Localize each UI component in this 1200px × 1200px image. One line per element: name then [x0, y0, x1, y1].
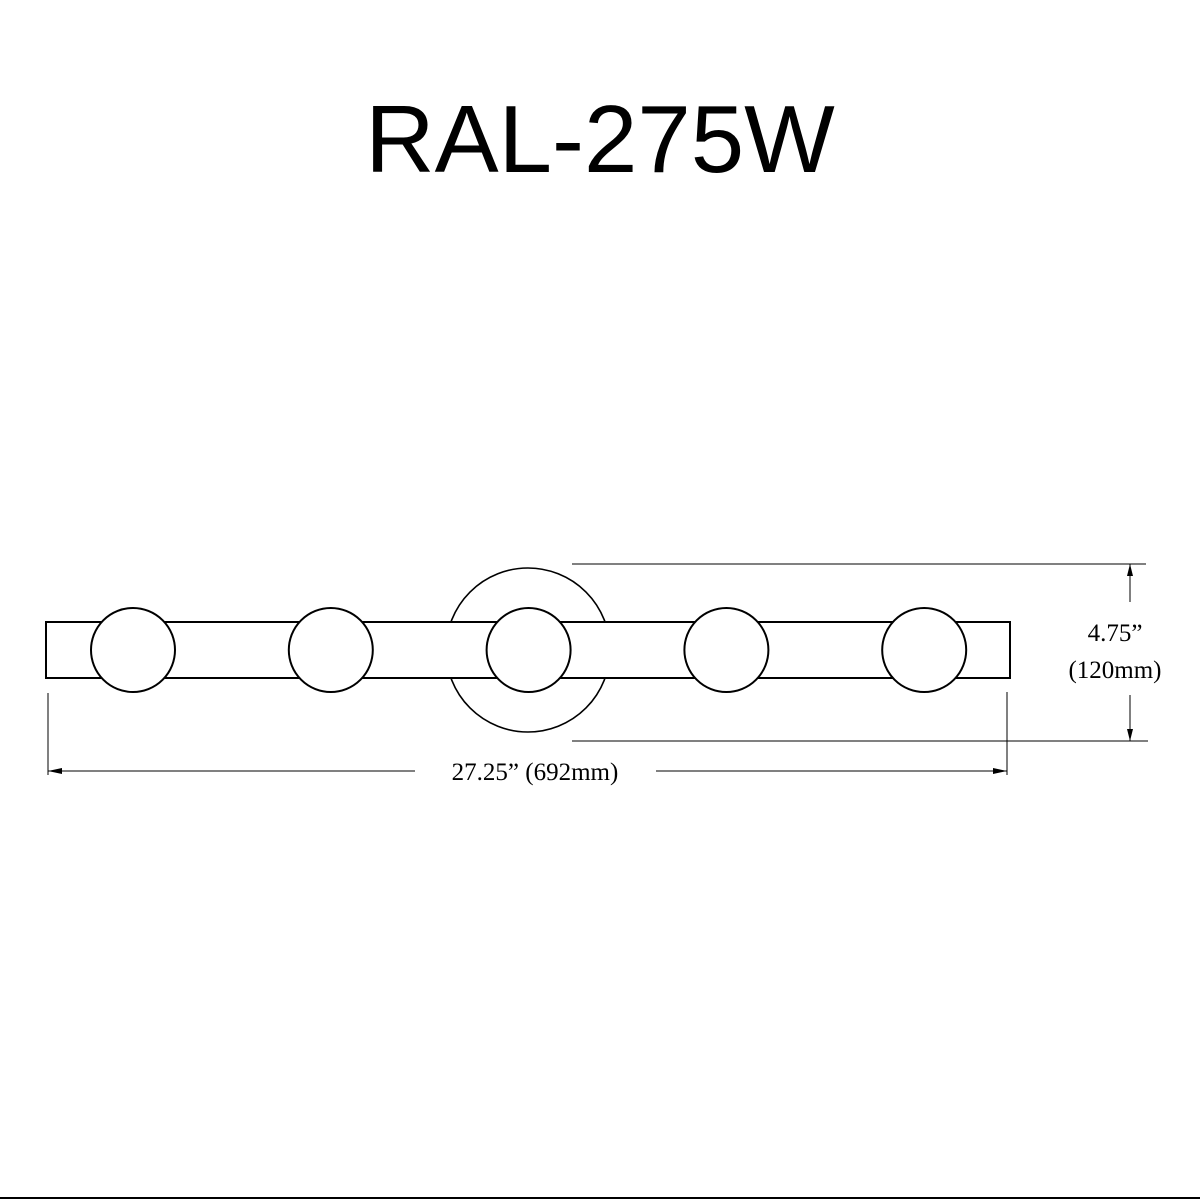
- arrow-left-icon: [48, 768, 62, 774]
- height-dimension-inches: 4.75”: [1088, 620, 1143, 647]
- bulb: [881, 607, 968, 693]
- width-dimension-label: 27.25” (692mm): [452, 759, 619, 786]
- bulb: [485, 607, 572, 693]
- height-dimension-mm: (120mm): [1068, 657, 1161, 684]
- bulb: [90, 607, 176, 693]
- arrow-down-icon: [1127, 729, 1133, 741]
- bulb: [683, 607, 770, 693]
- arrow-up-icon: [1127, 564, 1133, 576]
- bulb: [287, 607, 374, 693]
- product-title: RAL-275W: [365, 86, 835, 193]
- arrow-right-icon: [993, 768, 1007, 774]
